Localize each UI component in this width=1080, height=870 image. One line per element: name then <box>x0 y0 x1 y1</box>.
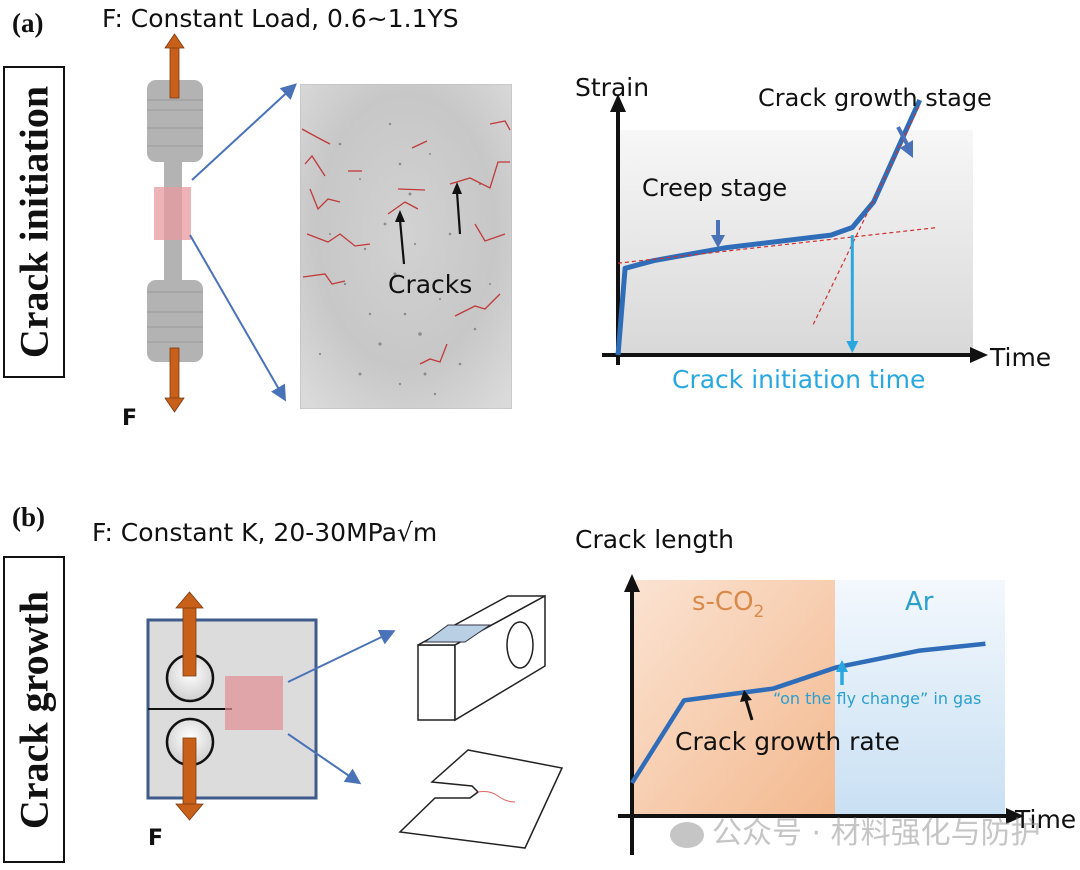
crack-micrograph: Cracks <box>300 84 512 409</box>
panel-b-tag: (b) <box>12 502 45 533</box>
zoom-line-lower-b <box>288 734 358 782</box>
region-ar-label: Ar <box>905 587 934 617</box>
crack-initiation-side-box: Crack initiation <box>3 66 65 378</box>
crack-growth-side-box: Crack growth <box>3 556 65 863</box>
zoom-line-upper <box>192 86 294 180</box>
zoom-line-lower <box>190 235 284 398</box>
fracture-surface-block <box>418 596 545 720</box>
panel-b-title: F: Constant K, 20-30MPa√m <box>92 518 437 547</box>
panel-a-title: F: Constant Load, 0.6~1.1YS <box>102 4 459 33</box>
crack-sheet <box>400 750 562 848</box>
panel-a-tag: (a) <box>12 8 43 39</box>
crack-initiation-label: Crack initiation <box>11 86 58 358</box>
y-axis-label: Crack length <box>575 525 734 554</box>
plot-background <box>618 130 973 355</box>
specimen-sketches <box>390 570 570 850</box>
region-s-co2-label: s-CO2 <box>692 587 764 622</box>
wechat-icon <box>670 822 704 848</box>
y-axis-label: Strain <box>575 73 649 102</box>
creep-stage-label: Creep stage <box>642 174 787 202</box>
force-label-a: F <box>122 406 137 431</box>
force-label-b: F <box>148 826 163 851</box>
x-axis-arrow-icon <box>970 347 988 363</box>
x-axis-label: Time <box>989 343 1051 372</box>
zoom-connector-lines-a <box>180 80 310 410</box>
crack-growth-rate-label: Crack growth rate <box>675 727 900 756</box>
crack-growth-stage-label: Crack growth stage <box>758 84 992 112</box>
gas-change-label: “on the fly change” in gas <box>773 689 981 708</box>
crack-growth-label: Crack growth <box>11 590 58 828</box>
watermark: 公众号 · 材料强化与防护 <box>670 808 1041 852</box>
zoom-region-highlight-b <box>225 676 283 730</box>
cracks-label: Cracks <box>388 270 472 299</box>
strain-time-chart: Strain Time Crack growth stage Creep sta… <box>570 60 1080 400</box>
zoom-line-upper-b <box>288 632 392 682</box>
crack-initiation-time-label: Crack initiation time <box>672 365 925 394</box>
